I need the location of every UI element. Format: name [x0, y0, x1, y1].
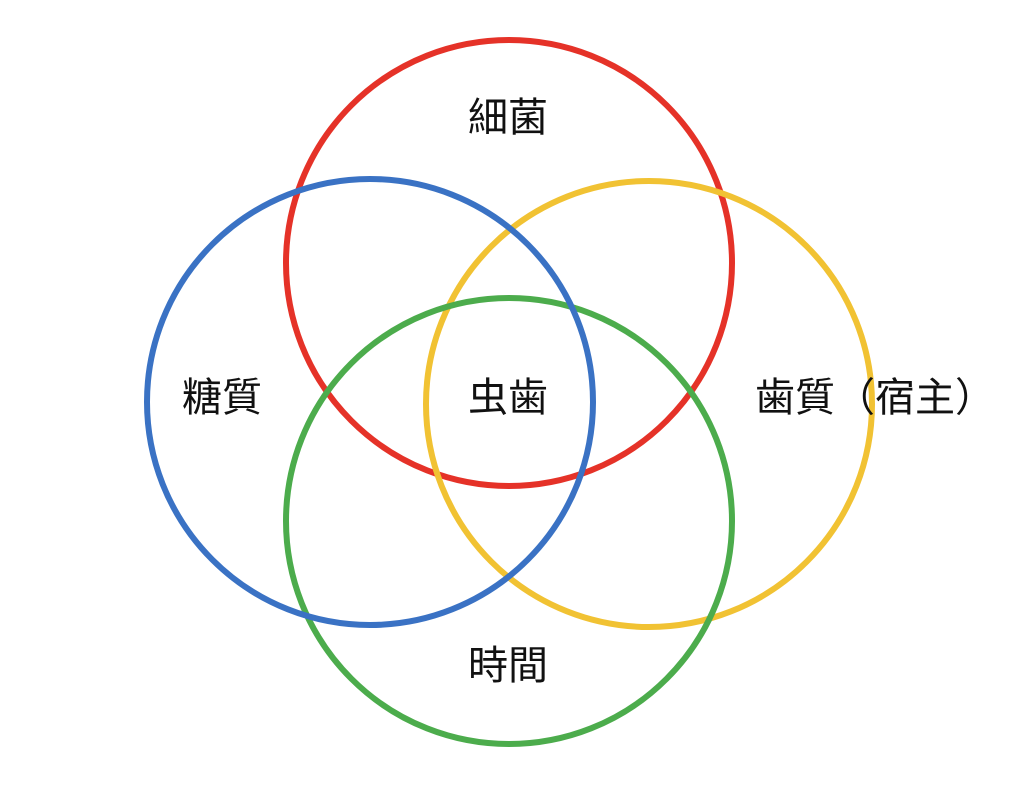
- bacteria-circle: [283, 37, 735, 489]
- host-circle: [423, 178, 875, 630]
- host-label: 歯質（宿主）: [755, 375, 995, 421]
- time-label: 時間: [468, 643, 548, 689]
- time-circle: [283, 295, 735, 747]
- sugar-circle: [144, 176, 596, 628]
- sugar-label: 糖質: [182, 375, 262, 421]
- center-label: 虫歯: [468, 375, 548, 421]
- bacteria-label: 細菌: [468, 95, 548, 141]
